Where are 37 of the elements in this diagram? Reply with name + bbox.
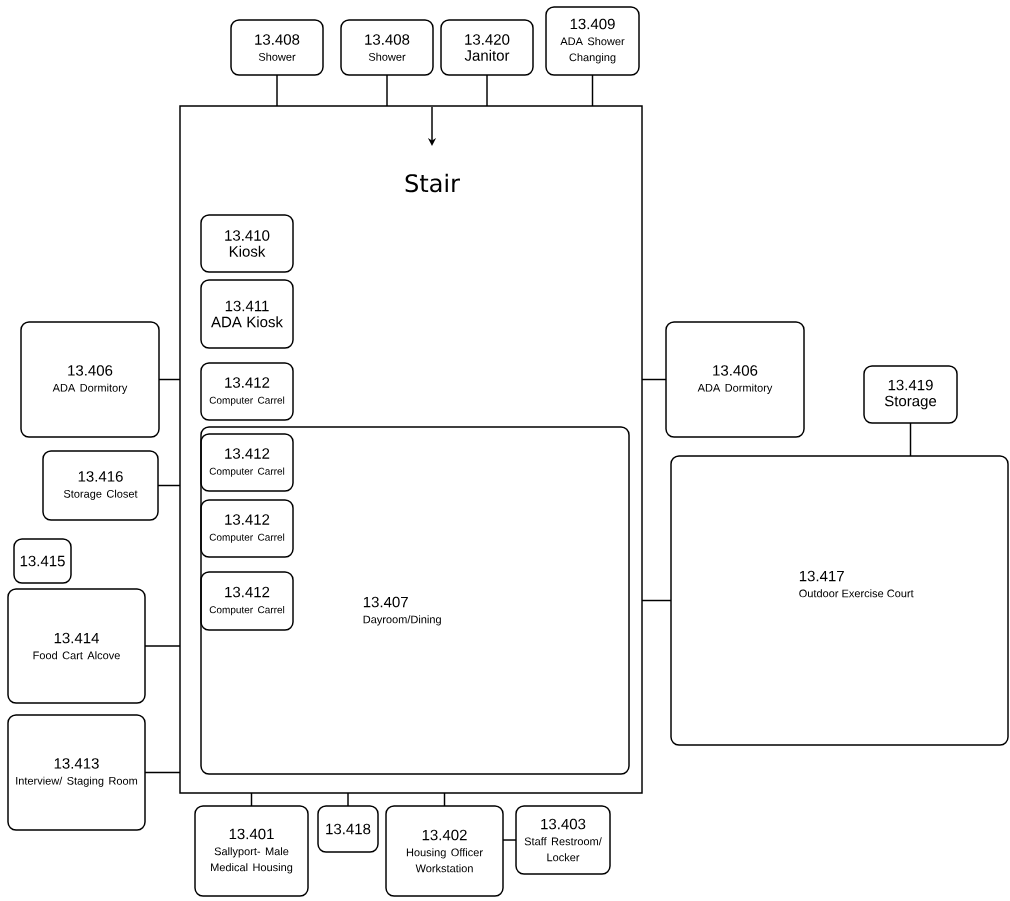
connector-line xyxy=(144,771,181,774)
room-box: 13.406 ADA Dormitory xyxy=(665,321,805,438)
room-box: 13.411 ADA Kiosk xyxy=(200,279,294,349)
room-box: 13.408 Shower xyxy=(230,19,324,76)
connector-line xyxy=(157,484,181,487)
connector-line xyxy=(641,599,672,602)
room-box: 13.406 ADA Dormitory xyxy=(20,321,160,438)
room-box: 13.408 Shower xyxy=(340,19,434,76)
room-box: 13.412 Computer Carrel xyxy=(200,571,294,631)
connector-line xyxy=(641,378,667,381)
connector-line xyxy=(443,792,446,807)
room-box: 13.420 Janitor xyxy=(440,19,534,76)
connector-line xyxy=(486,74,488,107)
connector-line xyxy=(909,422,912,457)
room-box: 13.409 ADA Shower Changing xyxy=(545,6,640,76)
room-box: 13.412 Computer Carrel xyxy=(200,433,294,492)
connector-line xyxy=(502,839,517,841)
room-box: 13.417 Outdoor Exercise Court xyxy=(670,455,1009,746)
room-box: 13.416 Storage Closet xyxy=(42,450,159,521)
connector-line xyxy=(591,74,594,107)
connector-line xyxy=(386,74,388,107)
connector-line xyxy=(250,792,253,807)
room-box: 13.412 Computer Carrel xyxy=(200,362,294,421)
room-box: 13.412 Computer Carrel xyxy=(200,499,294,558)
room-box: 13.419 Storage xyxy=(863,365,958,424)
room-box: 13.414 Food Cart Alcove xyxy=(7,588,146,704)
room-box: 13.401 Sallyport- Male Medical Housing xyxy=(194,805,309,897)
connector-line xyxy=(158,378,181,381)
connector-line xyxy=(144,645,181,647)
room-box: 13.415 xyxy=(13,538,72,584)
room-box: 13.410 Kiosk xyxy=(200,214,294,273)
room-box: 13.418 xyxy=(317,805,379,853)
connector-line xyxy=(276,74,278,107)
connector-line xyxy=(347,792,349,807)
room-box: 13.413 Interview/ Staging Room xyxy=(7,714,146,831)
room-box: 13.402 Housing Officer Workstation xyxy=(385,805,504,897)
room-box: 13.403 Staff Restroom/ Locker xyxy=(515,805,611,875)
